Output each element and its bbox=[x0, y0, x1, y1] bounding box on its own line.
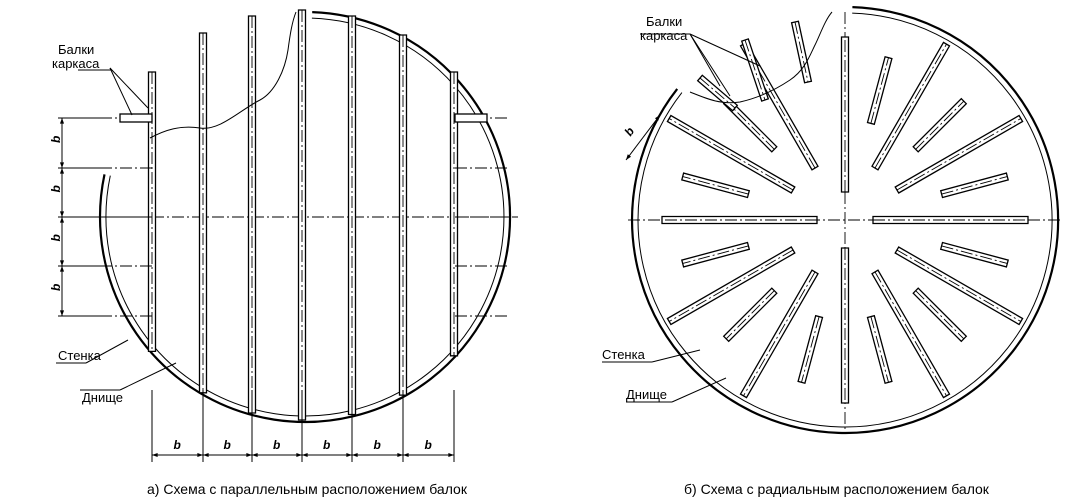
dim-b-chord bbox=[625, 114, 661, 161]
arrowhead bbox=[302, 452, 308, 458]
caption-radial: б) Схема с радиальным расположением бало… bbox=[684, 481, 990, 497]
dim-b-label: b bbox=[49, 136, 63, 143]
radial-beam-set bbox=[661, 20, 1029, 404]
radial-beam bbox=[939, 172, 1009, 199]
arrowhead bbox=[252, 452, 258, 458]
bottom-label: Днище bbox=[626, 387, 667, 402]
beams-label-line1: Балки bbox=[58, 42, 94, 57]
beams-label-line2: каркаса bbox=[640, 28, 688, 43]
arrowhead bbox=[59, 260, 65, 266]
dim-b-label: b bbox=[49, 185, 63, 192]
arrowhead bbox=[59, 310, 65, 316]
beam-axis bbox=[870, 57, 889, 124]
wall-label: Стенка bbox=[58, 348, 102, 363]
arrowhead bbox=[346, 452, 352, 458]
arrowhead bbox=[296, 452, 302, 458]
beam-axis bbox=[874, 271, 947, 397]
radial-beam bbox=[939, 241, 1009, 268]
arrowhead bbox=[59, 168, 65, 174]
dim-b-label: b bbox=[323, 438, 330, 452]
arrowhead bbox=[59, 211, 65, 217]
bottom-label: Днище bbox=[82, 390, 123, 405]
radial-beam bbox=[681, 241, 751, 268]
dim-b-label: b bbox=[174, 438, 181, 452]
arrowhead bbox=[197, 452, 203, 458]
parallel-beam bbox=[198, 32, 208, 394]
radial-beam bbox=[681, 172, 751, 199]
dimension-lines: b bbox=[622, 114, 661, 161]
radial-beam bbox=[840, 247, 850, 404]
radial-beam bbox=[866, 314, 893, 384]
beam-axis bbox=[915, 100, 965, 150]
cut-beam-stub bbox=[454, 113, 488, 123]
shell-inner-arc bbox=[105, 17, 505, 417]
beams-label-line2: каркаса bbox=[52, 56, 100, 71]
beams-label-line1: Балки bbox=[646, 14, 682, 29]
break-line bbox=[149, 11, 297, 139]
beam-axis bbox=[941, 176, 1008, 195]
dim-b-label: b bbox=[224, 438, 231, 452]
dim-b-label: b bbox=[273, 438, 280, 452]
arrowhead bbox=[246, 452, 252, 458]
beam-axis bbox=[870, 316, 889, 383]
beam-axis bbox=[874, 43, 947, 169]
arrowhead bbox=[59, 162, 65, 168]
arrowhead bbox=[203, 452, 209, 458]
parallel-beams-diagram: b b b b b b b b b b Балки каркаса Стенка Днище а)… bbox=[49, 9, 518, 497]
radial-beams-diagram: b Балки каркаса Стенка Днище б) Схема с … bbox=[602, 6, 1062, 497]
wall-label: Стенка bbox=[602, 347, 646, 362]
dim-b-label: b bbox=[425, 438, 432, 452]
beam-axis bbox=[794, 21, 809, 83]
dim-b-label: b bbox=[622, 125, 638, 139]
arrowhead bbox=[352, 452, 358, 458]
arrowhead bbox=[626, 154, 632, 160]
beam-axis bbox=[915, 290, 965, 340]
arrowhead bbox=[152, 452, 158, 458]
beam-axis bbox=[668, 249, 794, 322]
shell-inner-arc bbox=[637, 12, 1053, 428]
parallel-beam bbox=[347, 15, 357, 416]
parallel-beam bbox=[147, 71, 157, 353]
parallel-beam bbox=[247, 15, 257, 414]
arrowhead bbox=[59, 118, 65, 124]
beam-axis bbox=[941, 245, 1008, 264]
radial-beam bbox=[872, 215, 1029, 225]
cut-beam-stub bbox=[119, 113, 153, 123]
dim-b-label: b bbox=[374, 438, 381, 452]
radial-beam bbox=[797, 314, 824, 384]
arrowhead bbox=[403, 452, 409, 458]
beam-axis bbox=[682, 245, 749, 264]
arrowhead bbox=[397, 452, 403, 458]
radial-beam bbox=[840, 36, 850, 193]
beam-axis bbox=[744, 39, 766, 101]
arrowhead bbox=[448, 452, 454, 458]
caption-parallel: а) Схема с параллельным расположением ба… bbox=[147, 481, 468, 497]
shell-outer-arc bbox=[631, 6, 1060, 435]
radial-beam bbox=[866, 56, 893, 126]
dimension-lines: b b b b b b b b b b bbox=[49, 117, 455, 462]
parallel-beam-set bbox=[100, 9, 510, 421]
leader-lines bbox=[56, 67, 177, 391]
beam-axis bbox=[743, 271, 816, 397]
beam-axis bbox=[725, 290, 775, 340]
beam-axis bbox=[699, 77, 736, 109]
dim-b-label: b bbox=[49, 284, 63, 291]
leader-lines bbox=[602, 33, 761, 403]
arrowhead bbox=[654, 115, 660, 121]
arrowhead bbox=[59, 266, 65, 272]
beam-axis bbox=[896, 118, 1022, 191]
beam-axis bbox=[743, 43, 816, 169]
beam-axis bbox=[896, 249, 1022, 322]
arrowhead bbox=[59, 217, 65, 223]
beam-axis bbox=[801, 316, 820, 383]
radial-beam bbox=[661, 215, 818, 225]
dim-b-label: b bbox=[49, 234, 63, 241]
beam-axis bbox=[668, 118, 794, 191]
beam-axis bbox=[682, 176, 749, 195]
break-line bbox=[689, 11, 833, 104]
